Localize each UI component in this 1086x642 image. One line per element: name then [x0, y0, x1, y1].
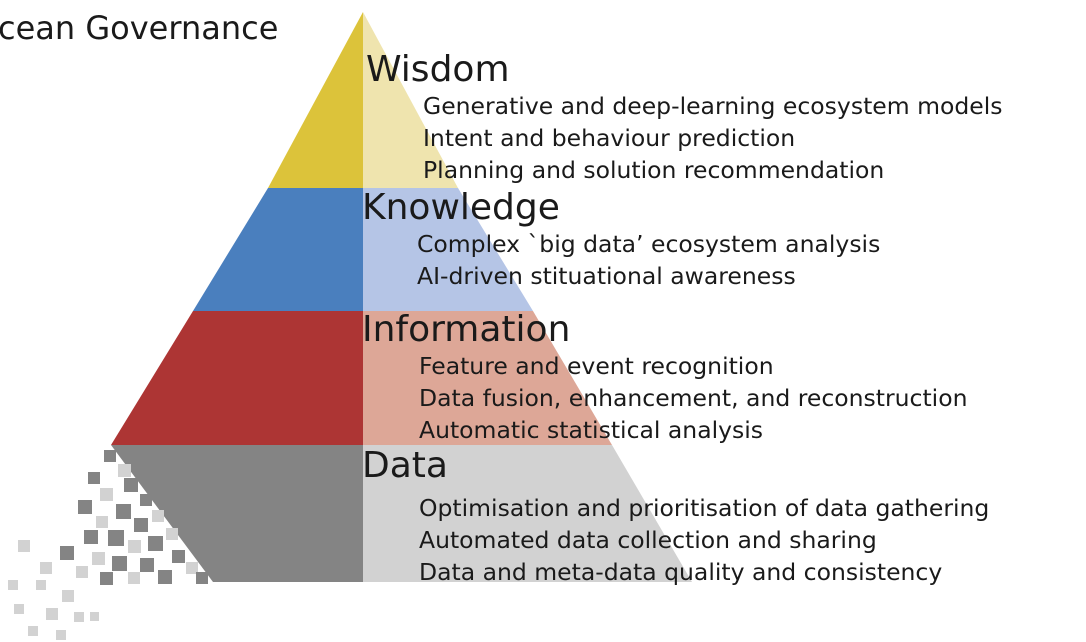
pixel-square	[100, 488, 113, 501]
pixel-square	[104, 450, 116, 462]
pyramid-right-half	[363, 12, 692, 582]
pixel-square	[140, 494, 152, 506]
level-item: Automatic statistical analysis	[419, 416, 764, 444]
level-items-data: Optimisation and prioritisation of data …	[419, 492, 989, 588]
pixel-square	[78, 500, 92, 514]
level-information: Information Feature and event recognitio…	[362, 310, 967, 446]
pyramid-left-half	[111, 12, 363, 582]
pixel-square	[148, 536, 163, 551]
level-item: Feature and event recognition	[419, 352, 774, 380]
level-name-wisdom: Wisdom	[366, 49, 510, 90]
pixel-square	[186, 562, 198, 574]
pixel-square	[196, 572, 208, 584]
level-name-knowledge: Knowledge	[362, 187, 560, 228]
pixel-square	[158, 570, 172, 584]
level-name-information: Information	[362, 309, 571, 350]
pixel-square	[84, 530, 98, 544]
pixel-square	[28, 626, 38, 636]
pixel-square	[128, 572, 140, 584]
level-item: Data and meta-data quality and consisten…	[419, 558, 943, 586]
wisdom-tier-left	[268, 12, 363, 188]
pixel-square	[56, 630, 66, 640]
pixel-square	[112, 556, 127, 571]
pixel-square	[118, 464, 131, 477]
level-item: Data fusion, enhancement, and reconstruc…	[419, 384, 968, 412]
pixel-square	[108, 530, 124, 546]
level-wisdom: Wisdom Generative and deep-learning ecos…	[366, 50, 1003, 186]
pixel-square	[96, 516, 108, 528]
data-tier-left	[111, 445, 363, 582]
wisdom-tier-right	[363, 12, 458, 188]
level-item: AI-driven stituational awareness	[417, 262, 796, 290]
level-items-knowledge: Complex `big data’ ecosystem analysis AI…	[417, 228, 880, 292]
data-tier-right	[363, 445, 692, 582]
pixel-square	[152, 510, 164, 522]
pixel-square	[134, 518, 148, 532]
pixel-square	[76, 566, 88, 578]
pixel-square	[92, 552, 105, 565]
pixel-square	[128, 540, 141, 553]
pixel-square	[100, 572, 113, 585]
level-items-wisdom: Generative and deep-learning ecosystem m…	[423, 90, 1003, 186]
level-item: Complex `big data’ ecosystem analysis	[417, 230, 881, 258]
information-tier-right	[363, 311, 612, 445]
level-item: Intent and behaviour prediction	[423, 124, 796, 152]
pixel-square	[74, 612, 84, 622]
information-tier-left	[111, 311, 363, 445]
knowledge-tier-right	[363, 188, 533, 311]
level-knowledge: Knowledge Complex `big data’ ecosystem a…	[362, 188, 880, 292]
page-title: cean Governance	[0, 9, 279, 47]
level-item: Optimisation and prioritisation of data …	[419, 494, 990, 522]
knowledge-tier-left	[193, 188, 363, 311]
pixel-square	[60, 546, 74, 560]
pixel-square	[40, 562, 52, 574]
level-items-information: Feature and event recognition Data fusio…	[419, 350, 967, 446]
level-item: Planning and solution recommendation	[423, 156, 885, 184]
pixel-square	[14, 604, 24, 614]
level-item: Automated data collection and sharing	[419, 526, 877, 554]
level-data: Data Optimisation and prioritisation of …	[362, 446, 989, 588]
pixel-square	[172, 550, 185, 563]
pixel-square	[166, 528, 178, 540]
pixel-square	[8, 580, 18, 590]
pixel-square	[18, 540, 30, 552]
pixel-square	[46, 608, 58, 620]
pixel-square	[116, 504, 131, 519]
pixel-square	[124, 478, 138, 492]
pixel-square	[140, 558, 154, 572]
level-item: Generative and deep-learning ecosystem m…	[423, 92, 1003, 120]
pixel-square	[90, 612, 99, 621]
pixel-square	[36, 580, 46, 590]
pixel-square	[62, 590, 74, 602]
pixel-square	[88, 472, 100, 484]
level-name-data: Data	[362, 445, 448, 486]
dissolving-pixels-decoration	[8, 450, 208, 640]
